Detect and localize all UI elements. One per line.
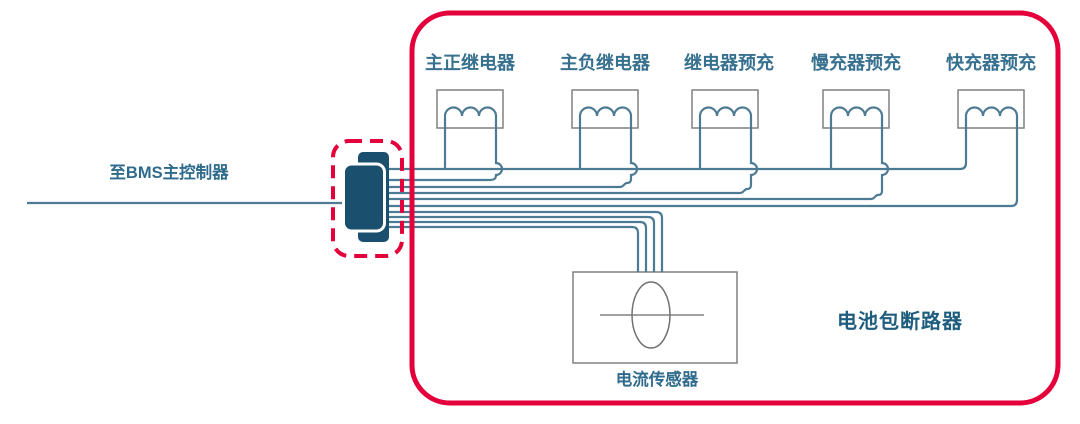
coil-icon-relay-1 — [443, 106, 498, 117]
sensor-wire-2 — [386, 215, 656, 272]
relay-1-return-wire — [386, 116, 504, 182]
current-sensor-symbol — [572, 271, 738, 364]
relay-4-return-wire — [386, 116, 890, 201]
relay-5-return-wire — [386, 116, 1019, 208]
coil-icon-relay-2 — [578, 106, 633, 117]
sensor-wire-3 — [386, 220, 648, 272]
relay-box-main-positive — [436, 89, 504, 129]
relay-box-main-negative — [571, 89, 639, 129]
breaker-title-label: 电池包断路器 — [837, 311, 963, 333]
control-bus-wire — [386, 116, 968, 171]
breaker-boundary — [409, 10, 1061, 406]
relay-label-fast-charge-precharge: 快充器预充 — [946, 53, 1036, 73]
relay-label-slow-charge-precharge: 慢充器预充 — [811, 53, 901, 73]
relay-label-relay-precharge: 继电器预充 — [684, 53, 774, 73]
relay-box-slow-charge-precharge — [822, 89, 890, 129]
sensor-wire-1 — [386, 210, 664, 272]
relay-label-main-positive: 主正继电器 — [425, 53, 515, 73]
relay-box-relay-precharge — [691, 89, 759, 129]
coil-icon-relay-4 — [829, 106, 884, 117]
coil-icon-relay-3 — [698, 106, 753, 117]
wiring — [27, 106, 1019, 272]
coil-icon-relay-5 — [964, 106, 1019, 117]
current-sensor-ellipse — [631, 281, 671, 349]
relay-label-main-negative: 主负继电器 — [560, 53, 650, 73]
sensor-wire-4 — [386, 225, 640, 272]
bms-controller-label: 至BMS主控制器 — [109, 164, 229, 182]
connector-front-shell — [342, 162, 386, 233]
relay-boxes — [436, 89, 1025, 129]
current-sensor-label: 电流传感器 — [615, 371, 699, 389]
bms-connector-icon — [331, 139, 404, 258]
relay-2-return-wire — [386, 116, 639, 189]
relay-3-return-wire — [386, 116, 759, 195]
relay-box-fast-charge-precharge — [957, 89, 1025, 129]
current-sensor-box — [572, 271, 738, 364]
connector-highlight-dashed-box — [331, 139, 404, 258]
